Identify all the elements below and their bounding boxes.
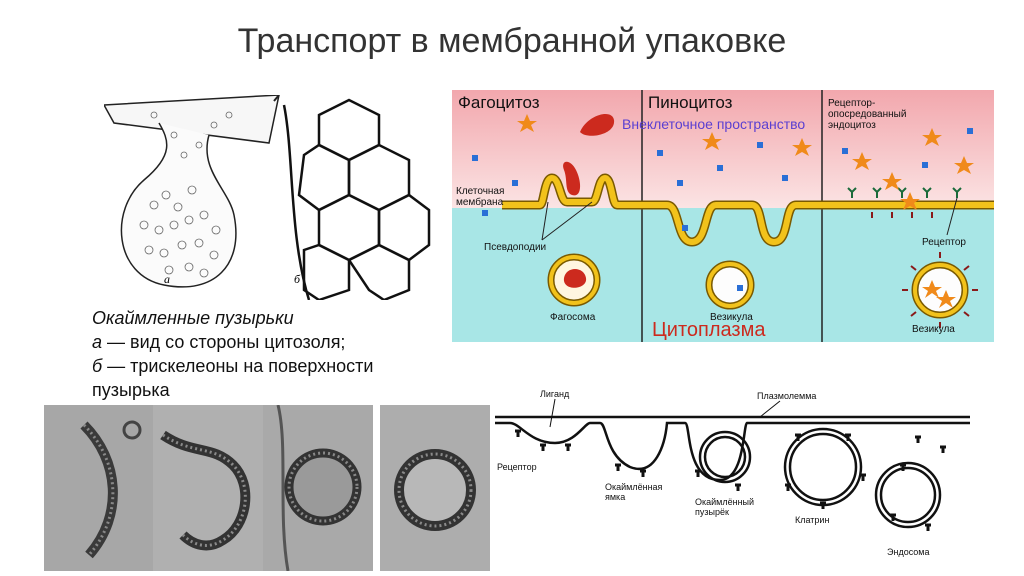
coated-vesicle-a [104,95,280,288]
pino-vesicle [705,260,755,310]
label-plasmalemma: Плазмолемма [757,391,816,401]
label-ligand: Лиганд [540,389,570,399]
caption-line-1: Окаймленные пузырьки [92,308,294,328]
label-pseudopodia: Псевдоподии [484,242,546,253]
label-b: б [294,272,301,286]
caption-line-4: пузырька [92,380,170,400]
caption-line-3: б — трискелеоны на поверхности [92,356,374,376]
solute-particles [472,128,973,231]
receptor-vesicle [902,252,978,328]
figure-caption: Окаймленные пузырьки а — вид со стороны … [92,306,373,402]
label-clathrin: Клатрин [795,515,829,525]
clathrin-triskelions [515,429,946,531]
phagosome [547,253,601,307]
label-vesicle-pino: Везикула [710,312,753,323]
clathrin-dots [871,212,933,218]
heading-pinocytosis: Пиноцитоз [648,93,733,112]
caption-line-2: а — вид со стороны цитозоля; [92,332,346,352]
label-receptor-bottom: Рецептор [497,462,537,472]
micrograph-2 [153,405,263,571]
endocytosis-diagram: Фагоцитоз Пиноцитоз Рецептор-опосредован… [452,90,994,342]
ligand-stars [517,114,974,210]
bacterium-outside [580,113,615,136]
triskelion-cage-b [282,98,431,300]
label-endosome: Эндосома [887,547,930,557]
heading-phagocytosis: Фагоцитоз [458,93,540,112]
label-cytoplasm: Цитоплазма [652,319,766,341]
micrograph-1 [44,405,154,571]
bacterium-engulfed [563,161,581,196]
label-a: а [164,272,170,286]
label-extracellular: Внеклеточное пространство [622,116,805,132]
micrograph-4 [380,405,490,571]
vesicle-drawing: а б [104,95,431,300]
page-title: Транспорт в мембранной упаковке [237,22,787,60]
label-receptor: Рецептор [922,237,966,248]
label-phagosome: Фагосома [550,312,596,323]
receptors [847,187,962,198]
label-vesicle-rec: Везикула [912,324,955,335]
micrograph-3 [263,405,373,571]
